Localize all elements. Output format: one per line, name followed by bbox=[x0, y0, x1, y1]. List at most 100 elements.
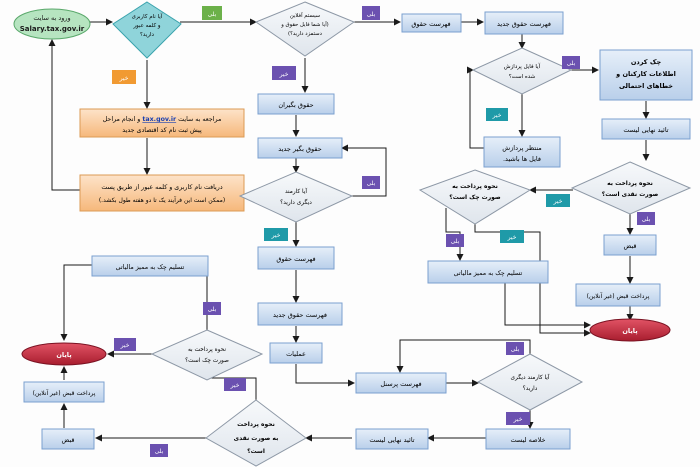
register-site-box: مراجعه به سایت tax.gov.ir و انجام مراحل … bbox=[79, 108, 245, 138]
pay-ghabz-bottom-box: پرداخت قبض (غیر آنلاین) bbox=[23, 381, 105, 403]
svg-text:آیا فایل پردازش: آیا فایل پردازش bbox=[504, 63, 541, 70]
svg-text:بلی: بلی bbox=[451, 238, 460, 245]
end-node-right: پایان bbox=[589, 318, 671, 342]
start-node: ورود به سایت Salary.tax.gov.ir bbox=[13, 8, 91, 40]
svg-text:فهرست حقوق جدید: فهرست حقوق جدید bbox=[497, 20, 551, 28]
check-decision-bottom: نحوه پرداخت به صورت چک است؟ bbox=[150, 329, 264, 381]
svg-text:منتظر پردازش: منتظر پردازش bbox=[502, 144, 542, 152]
fehrest-personnel-box: فهرست پرسنل bbox=[355, 372, 447, 394]
tag-no-check-right: خیر bbox=[500, 230, 524, 243]
svg-text:بلی: بلی bbox=[208, 306, 217, 313]
tag-yes-other-left: بلی bbox=[362, 176, 380, 189]
svg-text:خیر: خیر bbox=[119, 75, 129, 82]
svg-text:بلی: بلی bbox=[567, 60, 576, 67]
svg-text:پایان: پایان bbox=[622, 327, 637, 335]
taslim-chek-right-box: تسلیم چک به ممیز مالیاتی bbox=[427, 260, 549, 284]
tag-yes-cash-bottom: بلی bbox=[150, 444, 168, 457]
svg-text:خیر: خیر bbox=[492, 112, 502, 119]
edge-check-end bbox=[474, 224, 591, 337]
tag-no-cash-right: خیر bbox=[546, 194, 570, 207]
online-decision-l2: (آیا شما فایل حقوق و bbox=[280, 21, 328, 28]
edge-taslim-end bbox=[504, 283, 591, 329]
kholase-list-box: خلاصه لیست bbox=[485, 428, 571, 450]
svg-text:نحوه پرداخت به: نحوه پرداخت به bbox=[607, 180, 653, 187]
tag-no-other-left: خیر bbox=[264, 228, 288, 241]
svg-text:صورت چک است؟: صورت چک است؟ bbox=[185, 357, 229, 364]
svg-text:حقوق بگیر جدید: حقوق بگیر جدید bbox=[278, 145, 321, 153]
svg-text:قبض: قبض bbox=[623, 242, 636, 250]
receive-user-box: دریافت نام کاربری و کلمه عبور از طریق پس… bbox=[79, 174, 245, 212]
amaliat-box: عملیات bbox=[269, 342, 323, 364]
svg-text:است؟: است؟ bbox=[247, 448, 265, 455]
username-decision-l1: آیا نام کاربری bbox=[132, 13, 163, 20]
svg-text:شده است؟: شده است؟ bbox=[509, 74, 536, 80]
fehrest-hoghoogh-mid: فهرست حقوق bbox=[257, 246, 335, 270]
tag-yes-check-right: بلی bbox=[446, 234, 464, 247]
svg-text:نحوه پرداخت به: نحوه پرداخت به bbox=[452, 183, 498, 190]
svg-text:(ممکن است این فرآیند یک تا دو: (ممکن است این فرآیند یک تا دو هفته طول ب… bbox=[99, 195, 225, 204]
check-employees-box: چک کردن اطلاعات کارکنان و خطاهای احتمالی bbox=[599, 49, 693, 101]
tag-no-processed: خیر bbox=[486, 108, 508, 121]
fehrest-hoghoogh-jadid-top: فهرست حقوق جدید bbox=[484, 11, 564, 35]
final-approval-right: تائید نهایی لیست bbox=[601, 118, 691, 140]
tag-no-other-right: خیر bbox=[506, 412, 530, 425]
fehrest-hoghoogh-top: فهرست حقوق bbox=[401, 13, 462, 33]
svg-text:خطاهای احتمالی: خطاهای احتمالی bbox=[619, 82, 673, 90]
tag-yes-online: بلی bbox=[362, 6, 380, 20]
svg-text:اطلاعات کارکنان و: اطلاعات کارکنان و bbox=[615, 70, 676, 78]
svg-text:بلی: بلی bbox=[367, 180, 376, 187]
username-decision-l2: و کلمه عبور bbox=[132, 22, 161, 29]
wait-processing-box: منتظر پردازش فایل ها باشید. bbox=[483, 136, 561, 168]
svg-text:خلاصه لیست: خلاصه لیست bbox=[510, 436, 545, 444]
svg-text:صورت نقدی است؟: صورت نقدی است؟ bbox=[602, 191, 659, 198]
svg-text:بلی: بلی bbox=[642, 216, 651, 223]
svg-text:بلی: بلی bbox=[155, 448, 164, 455]
cash-decision-bottom: نحوه پرداخت به صورت نقدی است؟ bbox=[205, 399, 307, 467]
svg-text:فهرست پرسنل: فهرست پرسنل bbox=[380, 380, 421, 388]
svg-text:خیر: خیر bbox=[553, 198, 563, 205]
svg-text:فهرست حقوق جدید: فهرست حقوق جدید bbox=[273, 311, 327, 319]
hoghoogh-begiran-box: حقوق بگیران bbox=[257, 93, 335, 115]
svg-text:خیر: خیر bbox=[230, 382, 240, 389]
tag-yes-other-right: بلی bbox=[506, 342, 524, 355]
edge-amaliat-personnel bbox=[295, 364, 355, 387]
svg-text:نحوه پرداخت: نحوه پرداخت bbox=[237, 421, 275, 428]
tag-no-online: خیر bbox=[272, 66, 296, 80]
svg-text:نحوه پرداخت به: نحوه پرداخت به bbox=[188, 347, 226, 353]
tag-no-check-bottom: خیر bbox=[114, 338, 136, 351]
fehrest-hoghoogh-jadid-mid: فهرست حقوق جدید bbox=[257, 302, 343, 326]
other-employee-decision-right: آیا کارمند دیگری دارید؟ bbox=[476, 353, 584, 411]
cash-decision-right: نحوه پرداخت به صورت نقدی است؟ bbox=[570, 161, 692, 215]
register-site-l1: مراجعه به سایت tax.gov.ir و انجام مراحل bbox=[103, 116, 222, 123]
edge-receive-start bbox=[48, 39, 80, 191]
svg-text:فهرست حقوق: فهرست حقوق bbox=[276, 255, 315, 263]
svg-text:عملیات: عملیات bbox=[286, 350, 306, 358]
svg-text:تائید نهایی لیست: تائید نهایی لیست bbox=[623, 126, 668, 134]
end-node-left: پایان bbox=[21, 342, 107, 366]
username-decision: آیا نام کاربری و کلمه عبور دارید؟ bbox=[112, 1, 182, 59]
svg-text:حقوق بگیران: حقوق بگیران bbox=[278, 101, 313, 109]
svg-text:پرداخت قبض (غیر آنلاین): پرداخت قبض (غیر آنلاین) bbox=[33, 388, 96, 397]
svg-text:بلی: بلی bbox=[208, 11, 217, 18]
start-label-1: ورود به سایت bbox=[33, 14, 70, 22]
edge-wait-loop bbox=[467, 66, 484, 149]
online-decision: سیستم آفلاین (آیا شما فایل حقوق و دستمزد… bbox=[254, 1, 356, 57]
check-decision-right: نحوه پرداخت به صورت چک است؟ bbox=[418, 169, 532, 225]
other-employee-decision-left: آیا کارمند دیگری دارید؟ bbox=[238, 171, 354, 223]
username-decision-l3: دارید؟ bbox=[140, 32, 155, 38]
svg-text:بلی: بلی bbox=[367, 11, 376, 18]
tag-no-username: خیر bbox=[112, 70, 136, 84]
svg-text:آیا کارمند: آیا کارمند bbox=[285, 187, 307, 195]
svg-text:تائید نهایی لیست: تائید نهایی لیست bbox=[369, 436, 414, 444]
svg-text:آیا کارمند دیگری: آیا کارمند دیگری bbox=[510, 373, 549, 381]
svg-text:خیر: خیر bbox=[120, 342, 130, 349]
svg-text:خیر: خیر bbox=[271, 232, 281, 239]
svg-text:قبض: قبض bbox=[61, 436, 74, 444]
tag-yes-cash-right: بلی bbox=[637, 212, 655, 225]
svg-text:دیگری دارید؟: دیگری دارید؟ bbox=[280, 198, 312, 206]
svg-text:چک کردن: چک کردن bbox=[631, 58, 662, 66]
svg-text:تسلیم چک به ممیز مالیاتی: تسلیم چک به ممیز مالیاتی bbox=[116, 264, 185, 271]
tag-no-cash-bottom: خیر bbox=[224, 378, 246, 391]
